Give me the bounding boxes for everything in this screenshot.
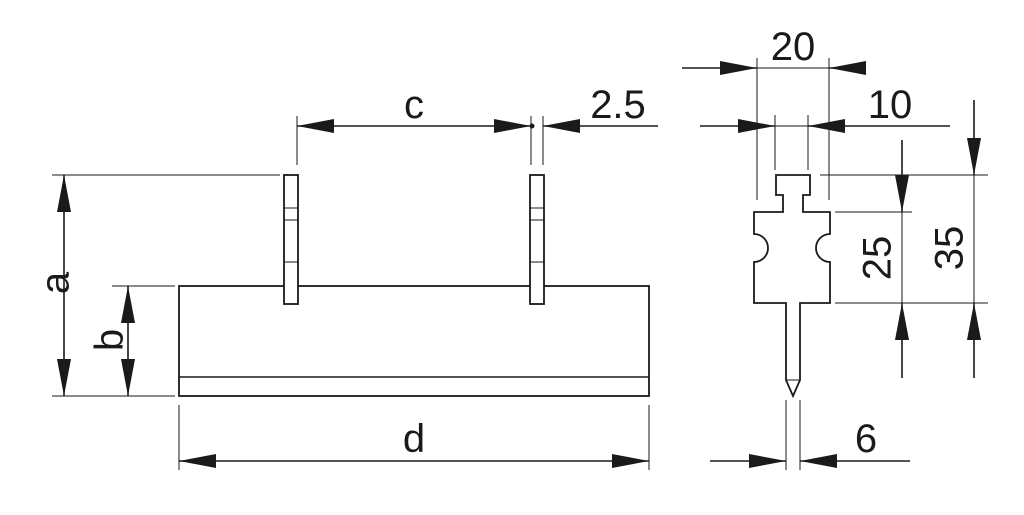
dimension-d: d [179, 417, 649, 468]
dimension-top-width: 20 [682, 25, 866, 75]
side-view: 20 10 25 35 [682, 25, 988, 470]
right-plate [529, 174, 545, 305]
left-plate [283, 174, 299, 305]
dimension-total-height-label: 35 [928, 226, 972, 271]
dimension-total-height: 35 [928, 100, 981, 378]
dimension-pin-width-label: 6 [855, 417, 877, 461]
dimension-neck-width: 10 [700, 83, 950, 133]
dimension-upper-height-label: 25 [856, 236, 900, 281]
dimension-b-label: b [88, 329, 132, 351]
dimension-c-label: c [404, 83, 424, 127]
dimension-a: a [34, 175, 78, 396]
dimension-c: c [297, 83, 531, 133]
base-bar [178, 285, 650, 397]
dimension-upper-height: 25 [856, 140, 909, 378]
dimension-neck-width-label: 10 [868, 83, 913, 127]
dimension-a-label: a [34, 271, 78, 294]
dimension-d-label: d [403, 417, 425, 461]
dimension-b: b [88, 286, 135, 396]
front-view: a b c 2.5 d [34, 83, 658, 470]
dimension-gap: 2.5 [529, 83, 658, 133]
clamp-profile [753, 174, 831, 399]
dimension-top-width-label: 20 [771, 25, 816, 69]
dimension-gap-label: 2.5 [590, 83, 646, 127]
dimension-pin-width: 6 [710, 417, 910, 468]
